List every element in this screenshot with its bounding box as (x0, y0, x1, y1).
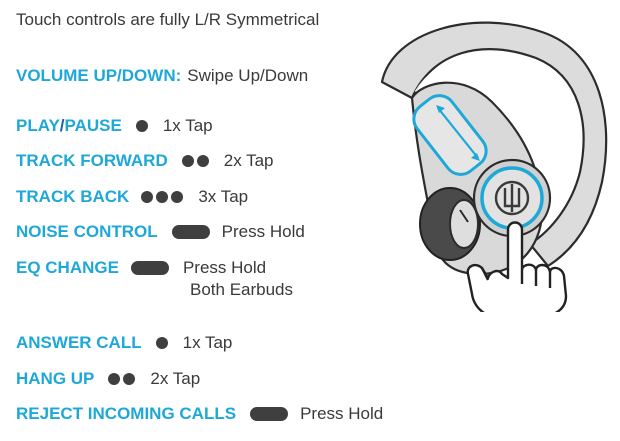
single-tap-dot-icon (155, 337, 171, 349)
press-hold-pill-icon (250, 407, 289, 421)
eq-change-desc-line1: Press Hold (182, 258, 267, 277)
answer-call-label: ANSWER CALL (16, 333, 142, 352)
hang-up-desc: 2x Tap (150, 369, 201, 388)
triple-tap-dots-icon (141, 191, 186, 203)
volume-desc: Swipe Up/Down (187, 66, 309, 85)
play-pause-desc: 1x Tap (162, 116, 213, 135)
pause-label: PAUSE (64, 116, 122, 135)
noise-control-desc: Press Hold (221, 222, 305, 241)
jlab-logo-icon (494, 180, 530, 216)
play-pause-row: PLAY / PAUSE 1x Tap (16, 116, 213, 136)
eq-change-desc-line2: Both Earbuds (190, 280, 294, 299)
track-forward-label: TRACK FORWARD (16, 151, 168, 170)
double-tap-dots-icon (181, 155, 212, 167)
track-back-label: TRACK BACK (16, 187, 130, 206)
track-back-desc: 3x Tap (198, 187, 249, 206)
reject-calls-label: REJECT INCOMING CALLS (16, 404, 237, 423)
noise-control-label: NOISE CONTROL (16, 222, 158, 241)
play-pause-separator: / (59, 116, 65, 135)
eq-change-label: EQ CHANGE (16, 258, 119, 277)
track-back-row: TRACK BACK 3x Tap (16, 187, 248, 207)
volume-control-row: VOLUME UP/DOWN: Swipe Up/Down (16, 66, 308, 86)
track-forward-desc: 2x Tap (223, 151, 274, 170)
press-hold-pill-icon (171, 225, 210, 239)
noise-control-row: NOISE CONTROL Press Hold (16, 222, 305, 242)
hang-up-row: HANG UP 2x Tap (16, 369, 200, 389)
play-label: PLAY (16, 116, 60, 135)
intro-text: Touch controls are fully L/R Symmetrical (16, 10, 320, 29)
reject-calls-row: REJECT INCOMING CALLS Press Hold (16, 404, 383, 424)
swipe-arrow-icon (437, 107, 479, 159)
answer-call-row: ANSWER CALL 1x Tap (16, 333, 232, 353)
hang-up-label: HANG UP (16, 369, 95, 388)
single-tap-dot-icon (135, 120, 151, 132)
answer-call-desc: 1x Tap (182, 333, 233, 352)
reject-calls-desc: Press Hold (300, 404, 384, 423)
eq-change-row: EQ CHANGE Press Hold (16, 258, 266, 278)
track-forward-row: TRACK FORWARD 2x Tap (16, 151, 274, 171)
swipe-panel (412, 94, 488, 176)
earbud-illustration (380, 21, 608, 312)
volume-label: VOLUME UP/DOWN: (16, 66, 182, 85)
pointing-hand-icon (466, 221, 568, 312)
press-hold-pill-icon (130, 261, 169, 275)
double-tap-dots-icon (108, 373, 138, 385)
